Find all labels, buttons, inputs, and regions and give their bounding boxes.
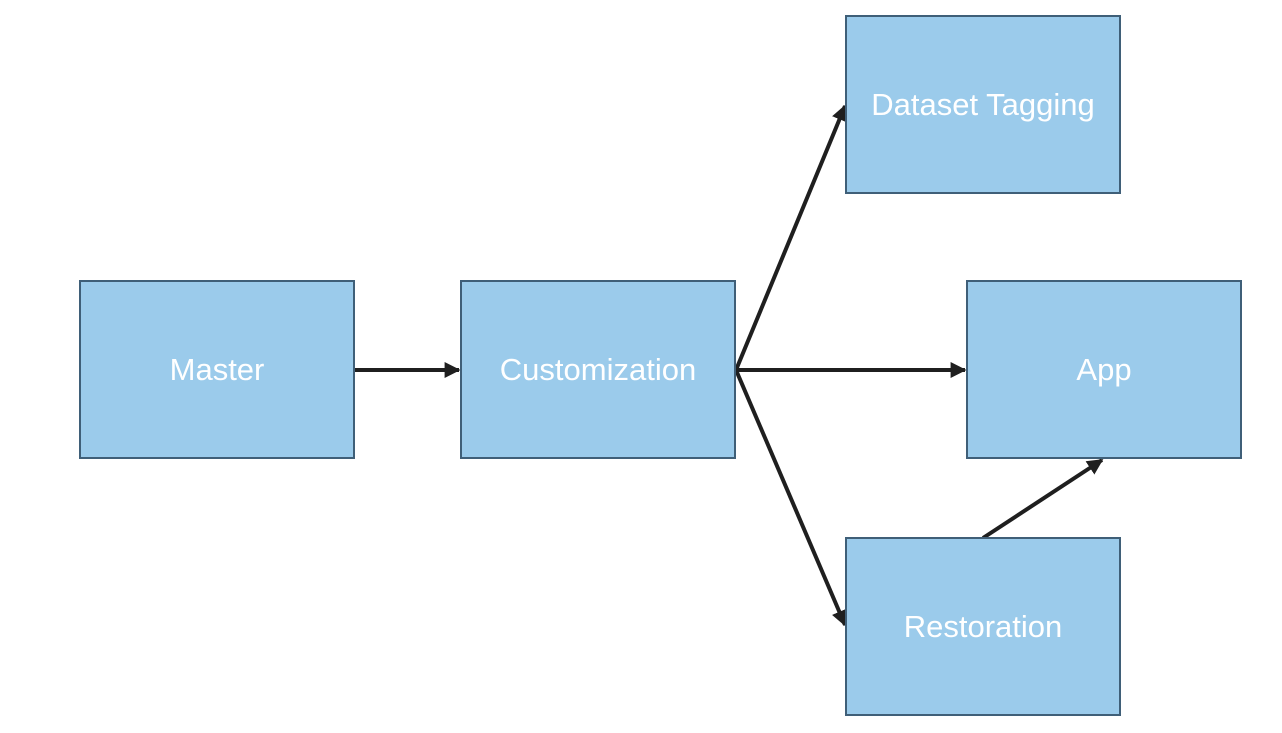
arrow-customization-to-dataset-tagging — [734, 104, 847, 371]
restoration-node-label: Restoration — [903, 608, 1063, 644]
customization-node: Customization — [460, 280, 736, 459]
master-node-label: Master — [169, 351, 265, 387]
app-node-label: App — [1076, 351, 1132, 387]
dataset-tagging-node: Dataset Tagging — [845, 15, 1121, 194]
dataset-tagging-node-label: Dataset Tagging — [871, 86, 1095, 122]
customization-node-label: Customization — [499, 351, 697, 387]
app-node: App — [966, 280, 1242, 459]
arrow-restoration-to-app — [981, 458, 1104, 540]
master-node: Master — [79, 280, 355, 459]
arrow-customization-to-restoration — [734, 369, 847, 627]
restoration-node: Restoration — [845, 537, 1121, 716]
